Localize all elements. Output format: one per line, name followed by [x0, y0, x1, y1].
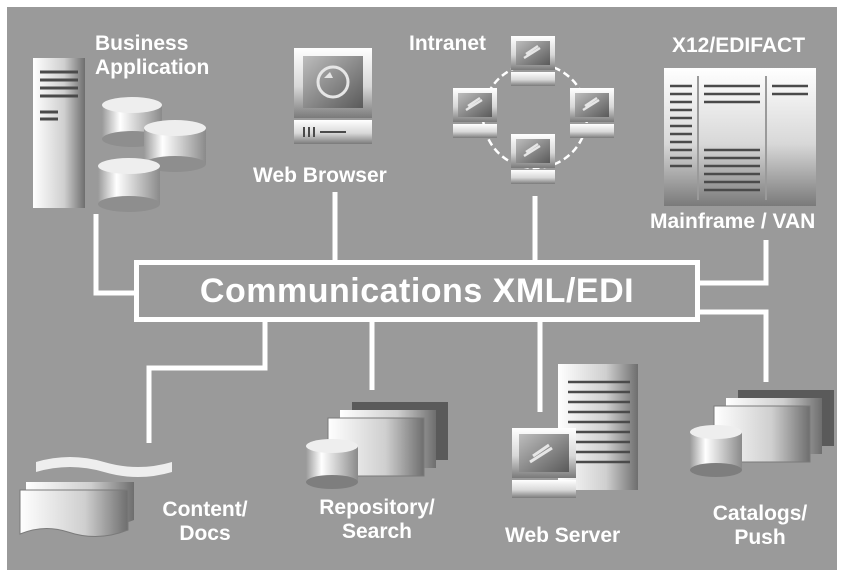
- label-web-browser: Web Browser: [253, 164, 387, 187]
- catalogs-icon: [690, 390, 834, 477]
- web-server-icon: [512, 364, 638, 498]
- web-browser-terminal-icon: [294, 48, 372, 144]
- label-business-application: Business Application: [95, 32, 210, 79]
- label-repository-search: Repository/ Search: [319, 496, 435, 543]
- server-tower-icon: [33, 58, 85, 208]
- line-business-application: [93, 214, 136, 296]
- intranet-network-icon: [453, 36, 614, 184]
- label-web-server: Web Server: [505, 524, 621, 547]
- label-mainframe: Mainframe / VAN: [650, 210, 816, 233]
- line-catalogs: [698, 309, 769, 382]
- repository-icon: [306, 402, 448, 489]
- intranet-terminal-top: [511, 36, 555, 86]
- communications-title: Communications XML/EDI: [134, 260, 700, 322]
- documents-stack-icon: [19, 457, 172, 537]
- label-edifact: X12/EDIFACT: [672, 34, 806, 57]
- label-catalogs-push: Catalogs/ Push: [712, 502, 808, 549]
- line-content-docs: [146, 320, 268, 443]
- line-mainframe: [698, 240, 769, 286]
- label-content-docs: Content/ Docs: [162, 498, 248, 545]
- connector-lines: [93, 192, 769, 443]
- database-stack-icon: [98, 97, 206, 212]
- intranet-terminal-left: [453, 88, 497, 138]
- intranet-terminal-bottom: [511, 134, 555, 184]
- mainframe-cabinet-icon: [664, 68, 816, 206]
- label-intranet: Intranet: [409, 32, 487, 55]
- intranet-terminal-right: [570, 88, 614, 138]
